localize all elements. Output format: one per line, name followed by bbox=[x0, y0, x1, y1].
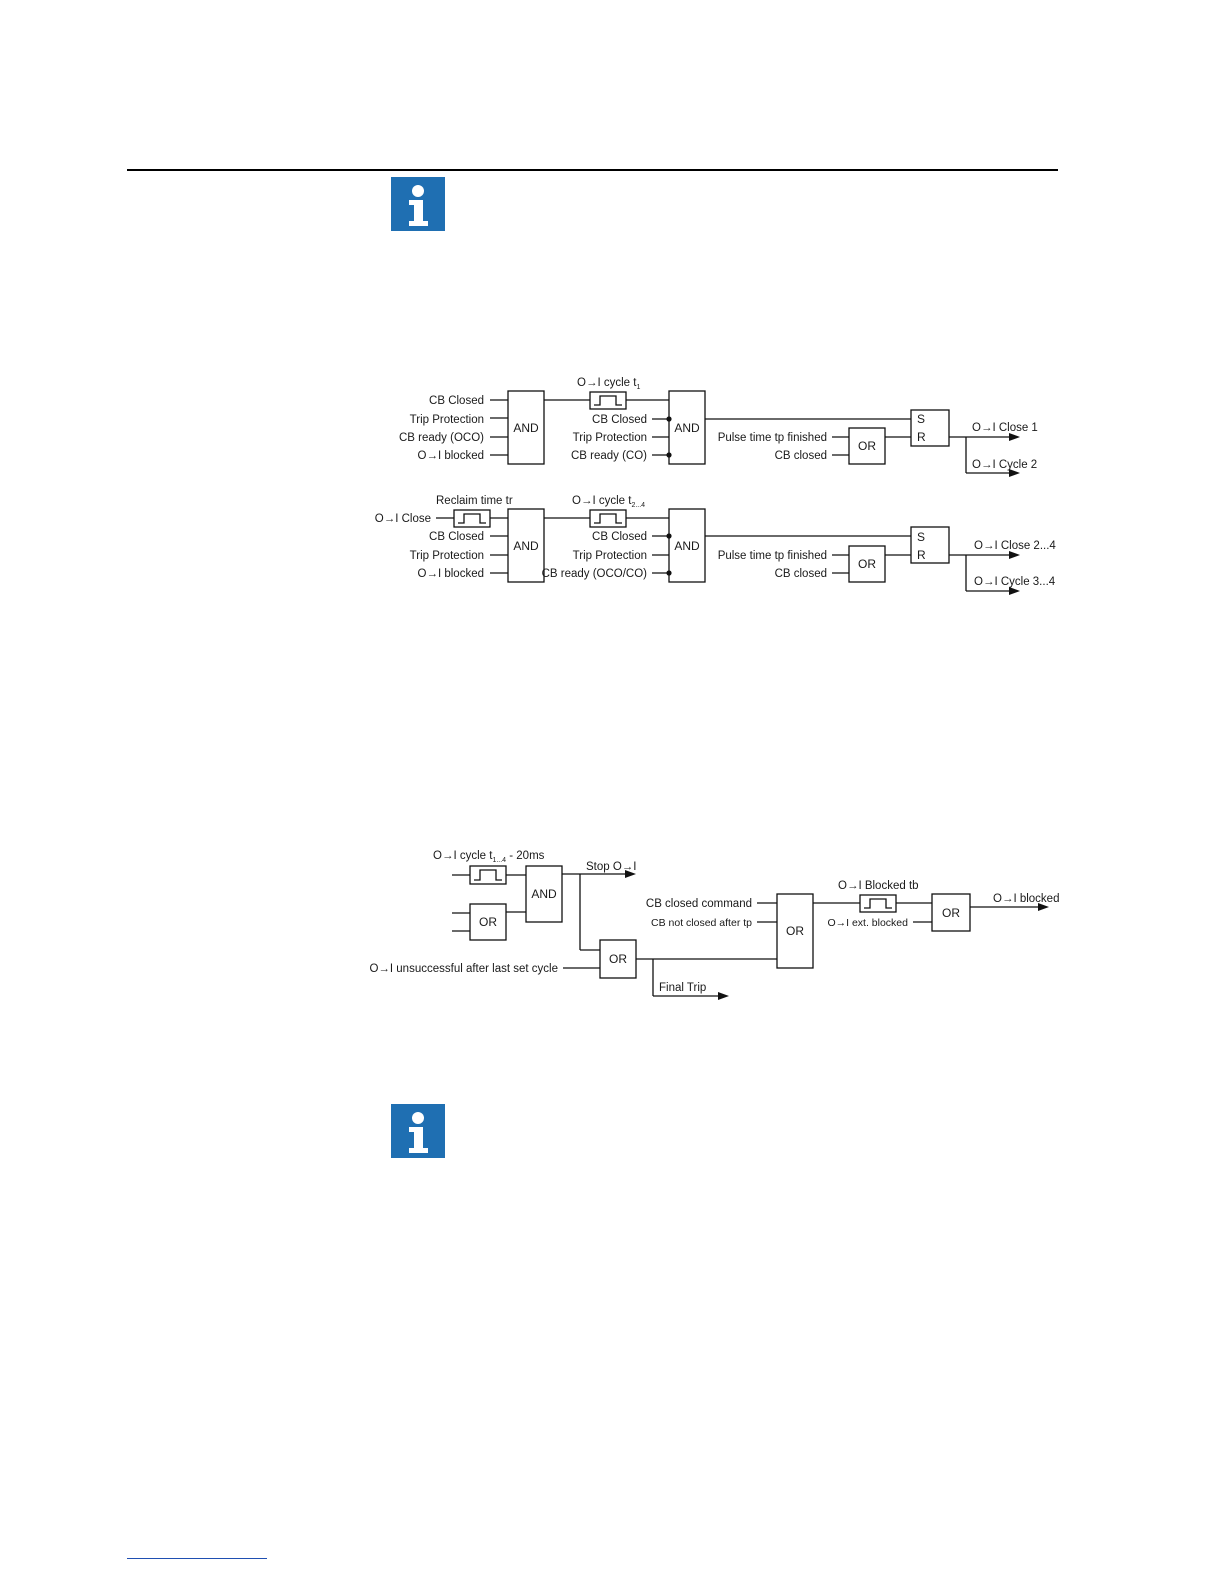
or-gate-label: OR bbox=[942, 906, 960, 920]
info-icon bbox=[391, 1104, 445, 1158]
input-blocked: O→I blocked bbox=[418, 450, 484, 462]
info-icon bbox=[391, 177, 445, 231]
cycle-timer-label: O→I cycle t2...4 bbox=[572, 495, 645, 509]
auto-reclose-cycle-diagram: CB Closed Trip Protection CB ready (OCO)… bbox=[375, 377, 1056, 595]
or-gate-label: OR bbox=[858, 439, 876, 453]
final-trip-label: Final Trip bbox=[659, 982, 706, 994]
input-blocked: O→I blocked bbox=[418, 568, 484, 580]
or-gate-label: OR bbox=[786, 924, 804, 938]
input-cb-closed-or: CB closed bbox=[775, 450, 827, 462]
output-close-2-4: O→I Close 2...4 bbox=[974, 540, 1056, 552]
input-cb-ready-oco-co: CB ready (OCO/CO) bbox=[542, 568, 648, 580]
stop-label: Stop O→I bbox=[586, 861, 637, 873]
cycle-timer-label: O→I cycle t1...4 - 20ms bbox=[433, 850, 545, 864]
output-cycle-2: O→I Cycle 2 bbox=[972, 459, 1037, 471]
input-close: O→I Close bbox=[375, 513, 431, 525]
or-gate-label: OR bbox=[479, 915, 497, 929]
or-gate-label: OR bbox=[858, 557, 876, 571]
input-trip-protection-2: Trip Protection bbox=[573, 432, 647, 444]
header-rule bbox=[127, 169, 1058, 171]
input-ext-blocked: O→I ext. blocked bbox=[827, 917, 908, 929]
input-pulse-time: Pulse time tp finished bbox=[718, 432, 827, 444]
input-cb-not-closed: CB not closed after tp bbox=[651, 917, 752, 929]
input-cb-closed-2: CB Closed bbox=[592, 414, 647, 426]
output-blocked: O→I blocked bbox=[993, 893, 1059, 905]
unsuccessful-label: O→I unsuccessful after last set cycle bbox=[369, 963, 558, 975]
output-cycle-3-4: O→I Cycle 3...4 bbox=[974, 576, 1056, 588]
output-close-1: O→I Close 1 bbox=[972, 422, 1038, 434]
input-cb-closed-2: CB Closed bbox=[592, 531, 647, 543]
blocking-logic-diagram: O→I cycle t1...4 - 20ms AND OR Stop O→I … bbox=[369, 850, 1059, 1000]
input-cb-ready-oco: CB ready (OCO) bbox=[399, 432, 484, 444]
and-gate-label: AND bbox=[531, 887, 557, 901]
input-trip-protection: Trip Protection bbox=[410, 414, 484, 426]
input-cb-closed-or: CB closed bbox=[775, 568, 827, 580]
footer-rule bbox=[127, 1558, 267, 1559]
input-cb-closed-command: CB closed command bbox=[646, 898, 752, 910]
cycle-timer-label: O→I cycle t1 bbox=[577, 377, 640, 391]
or-gate-label: OR bbox=[609, 952, 627, 966]
blocked-timer-label: O→I Blocked tb bbox=[838, 880, 919, 892]
and-gate-label: AND bbox=[674, 539, 700, 553]
input-cb-ready-co: CB ready (CO) bbox=[571, 450, 647, 462]
input-trip-protection-2: Trip Protection bbox=[573, 550, 647, 562]
input-cb-closed: CB Closed bbox=[429, 531, 484, 543]
input-cb-closed: CB Closed bbox=[429, 395, 484, 407]
and-gate-label: AND bbox=[674, 421, 700, 435]
and-gate-label: AND bbox=[513, 539, 539, 553]
sr-set-label: S bbox=[917, 530, 925, 544]
sr-reset-label: R bbox=[917, 548, 926, 562]
input-pulse-time: Pulse time tp finished bbox=[718, 550, 827, 562]
and-gate-label: AND bbox=[513, 421, 539, 435]
reclaim-timer-label: Reclaim time tr bbox=[436, 495, 513, 507]
input-trip-protection: Trip Protection bbox=[410, 550, 484, 562]
sr-set-label: S bbox=[917, 412, 925, 426]
sr-reset-label: R bbox=[917, 430, 926, 444]
